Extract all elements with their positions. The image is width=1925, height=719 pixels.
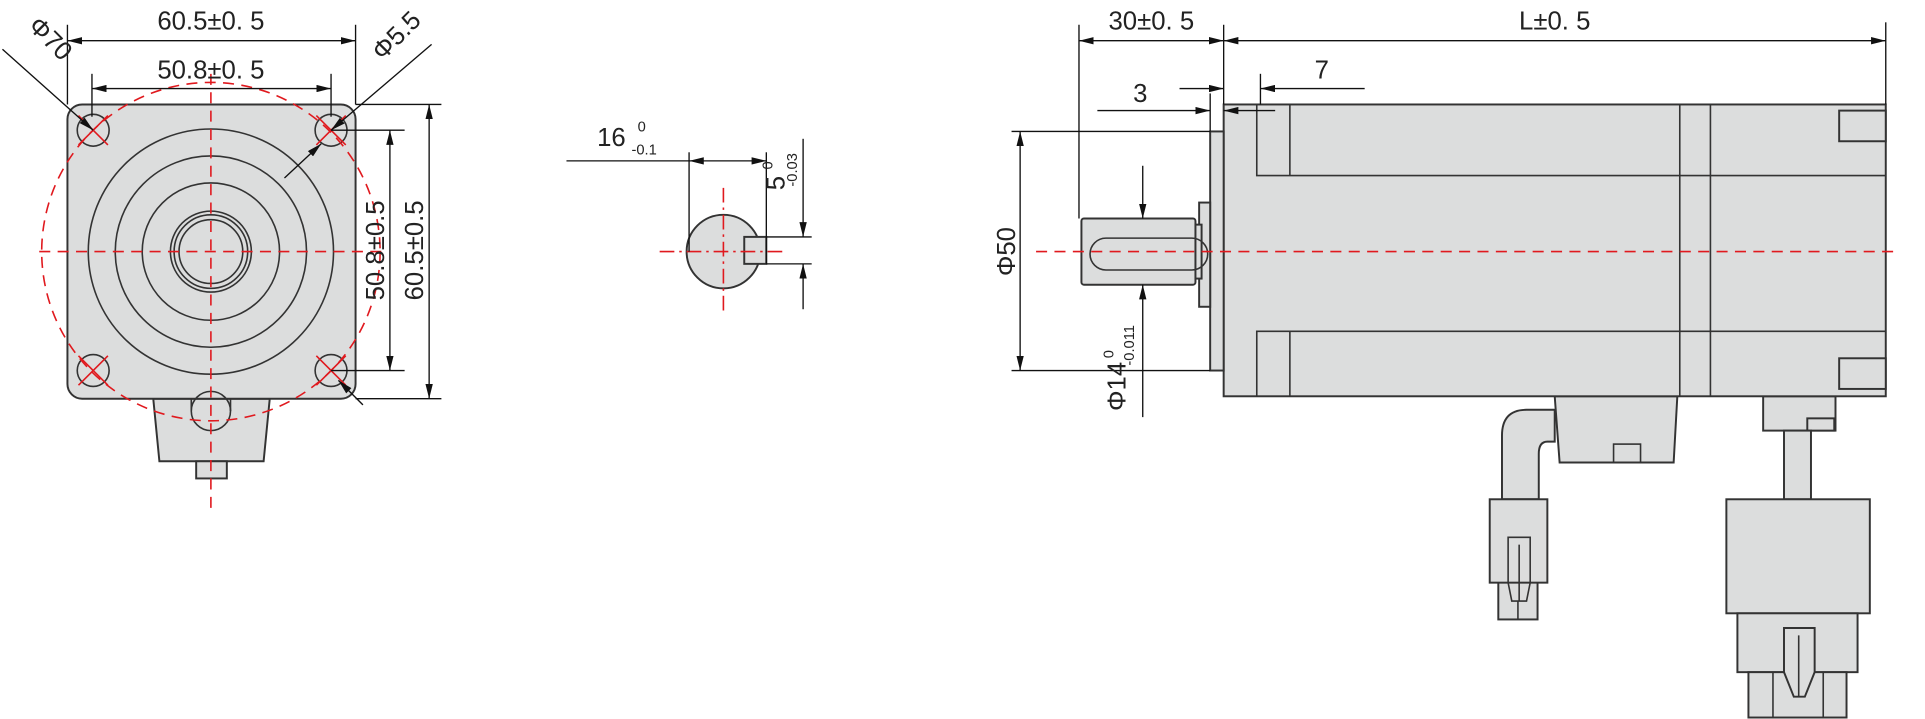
- dim-key-depth-lower: -0.1: [631, 143, 656, 159]
- dim-outer-width: 60.5±0. 5: [157, 8, 264, 36]
- dim-shaft-dia: Φ14: [1104, 362, 1132, 411]
- junction-box: [1553, 395, 1679, 464]
- keyway: [1089, 237, 1209, 271]
- dim-key-depth: 16: [597, 124, 626, 152]
- dim-key-width-upper: 0: [760, 161, 776, 169]
- motor-body: [1222, 103, 1887, 398]
- dim-shaft-length: 30±0. 5: [1108, 8, 1194, 36]
- dim-key-width: 5: [763, 176, 791, 190]
- shaft-section: 16 0 -0.1 5 0 -0.03: [566, 119, 812, 316]
- mount-hole: [76, 353, 110, 388]
- dim-pcd: Φ70: [23, 12, 78, 67]
- dim-outer-height-vertical: 60.5±0.5: [401, 200, 429, 300]
- cable-elbow: [1501, 408, 1556, 501]
- connector-housing: [1488, 498, 1549, 584]
- dim-hole-spacing-vertical: 50.8±0.5: [362, 200, 390, 300]
- encoder-connector: [1725, 498, 1871, 615]
- dim-shaft-dia-upper: 0: [1101, 350, 1117, 358]
- dim-pilot: Φ50: [993, 227, 1021, 276]
- dim-shaft-dia-lower: -0.011: [1122, 325, 1138, 366]
- dim-flange-3: 3: [1133, 80, 1147, 108]
- dim-key-width-lower: -0.03: [785, 153, 801, 187]
- dim-body-length: L±0. 5: [1519, 8, 1590, 36]
- front-view: 60.5±0. 5 50.8±0. 5 Φ70 Φ5.5 50.8±0.5 60…: [2, 6, 442, 516]
- encoder-cable: [1783, 429, 1812, 501]
- dim-hole-spacing: 50.8±0. 5: [157, 57, 264, 85]
- dim-flange-7: 7: [1315, 57, 1329, 85]
- mount-hole: [76, 113, 110, 147]
- key-slot: [743, 235, 768, 265]
- dim-key-depth-upper: 0: [638, 119, 646, 135]
- side-view: 30±0. 5 L±0. 5 3 7 Φ50 Φ14 0 -0.011: [993, 8, 1895, 719]
